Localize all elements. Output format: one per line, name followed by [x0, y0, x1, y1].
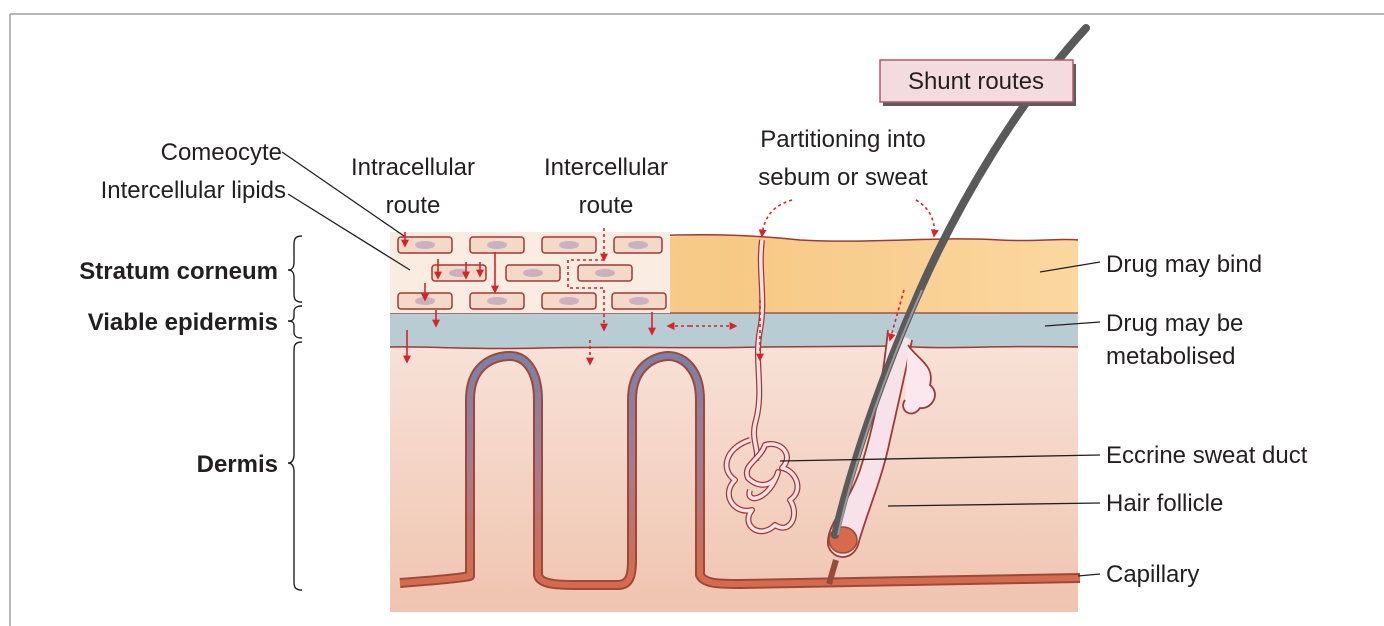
label-intercellular-route-line1: Intercellular: [544, 154, 668, 181]
label-partitioning-line2: sebum or sweat: [758, 164, 928, 191]
label-dermis: Dermis: [197, 451, 278, 478]
label-stratum-corneum: Stratum corneum: [79, 258, 278, 285]
label-shunt-routes: Shunt routes: [908, 68, 1044, 95]
label-intercellular-route-line2: route: [579, 192, 634, 219]
label-eccrine-sweat-duct: Eccrine sweat duct: [1106, 442, 1308, 469]
label-partitioning-line1: Partitioning into: [760, 126, 925, 153]
label-viable-epidermis: Viable epidermis: [88, 309, 278, 336]
label-intracellular-route-line2: route: [386, 192, 441, 219]
label-intercellular-lipids: Intercellular lipids: [101, 177, 286, 204]
viable-epidermis-layer: [390, 313, 1078, 349]
label-drug-may-be-metabolised-line2: metabolised: [1106, 343, 1235, 370]
label-drug-may-bind: Drug may bind: [1106, 251, 1262, 278]
label-capillary: Capillary: [1106, 561, 1199, 588]
label-corneocyte: Comeocyte: [161, 139, 282, 166]
label-hair-follicle: Hair follicle: [1106, 490, 1223, 517]
layer-braces: [288, 236, 302, 590]
label-intracellular-route-line1: Intracellular: [351, 154, 475, 181]
label-drug-may-be-metabolised-line1: Drug may be: [1106, 310, 1243, 337]
